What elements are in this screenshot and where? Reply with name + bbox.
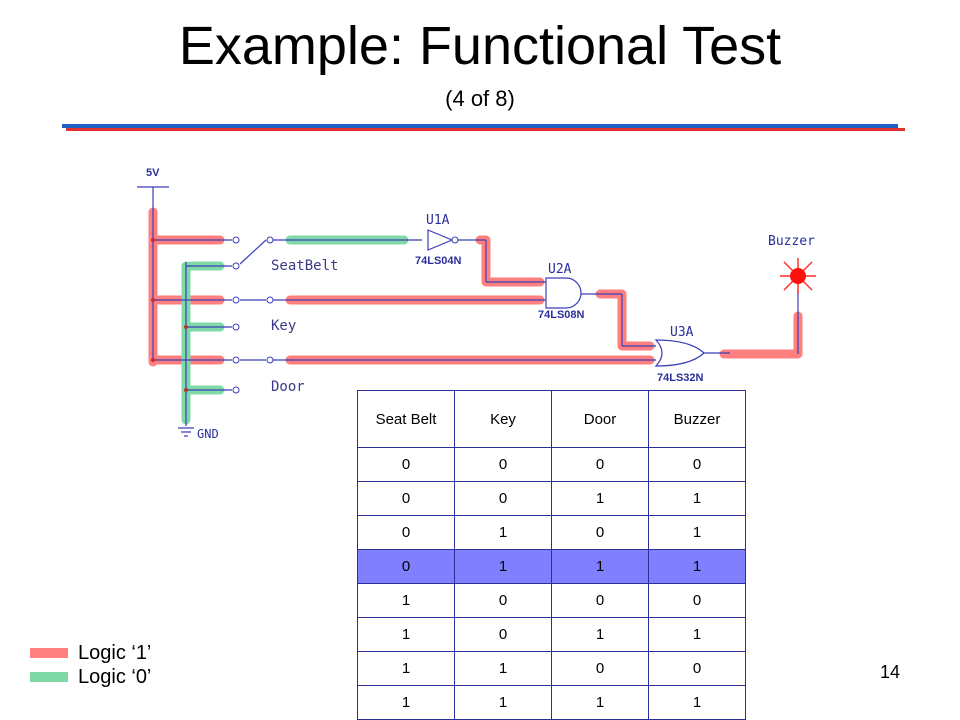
table-cell: 1	[648, 481, 746, 516]
truth-table-header: Seat Belt Key Door Buzzer	[357, 390, 746, 448]
slide-title: Example: Functional Test	[178, 16, 782, 76]
switch-key: Key	[153, 296, 546, 334]
switch-door: Door	[153, 356, 656, 395]
table-cell: 1	[454, 515, 552, 550]
table-cell: 0	[357, 515, 455, 550]
table-cell: 1	[648, 617, 746, 652]
title-underline	[62, 124, 905, 131]
gate-ref-u3a: U3A	[670, 325, 694, 340]
table-cell: 0	[357, 481, 455, 516]
gate-part-u1a: 74LS04N	[415, 255, 462, 267]
table-cell: 0	[454, 617, 552, 652]
table-cell: 0	[454, 447, 552, 482]
table-cell: 1	[357, 651, 455, 686]
table-cell: 1	[551, 685, 649, 720]
column-header: Seat Belt	[357, 390, 455, 448]
gate-ref-u2a: U2A	[548, 262, 572, 277]
table-cell: 1	[454, 685, 552, 720]
table-cell: 0	[551, 515, 649, 550]
table-cell: 1	[357, 685, 455, 720]
ground-label: GND	[197, 427, 219, 441]
table-cell: 1	[551, 481, 649, 516]
table-cell: 1	[454, 549, 552, 584]
switch-label-door: Door	[271, 379, 305, 395]
supply-label: 5V	[146, 167, 160, 179]
gate-part-u2a: 74LS08N	[538, 309, 585, 321]
legend-label: Logic ‘1’	[78, 641, 152, 664]
table-cell: 0	[454, 481, 552, 516]
buzzer-icon	[780, 258, 816, 294]
table-cell: 1	[357, 583, 455, 618]
table-cell: 0	[648, 583, 746, 618]
legend-swatch	[30, 672, 68, 682]
table-cell: 1	[648, 685, 746, 720]
table-cell: 0	[357, 549, 455, 584]
table-cell: 1	[454, 651, 552, 686]
logic-highlights	[148, 207, 803, 425]
page-number: 14	[880, 662, 901, 682]
table-cell: 1	[648, 515, 746, 550]
table-cell: 0	[551, 583, 649, 618]
legend: Logic ‘1’ Logic ‘0’	[30, 641, 151, 689]
table-cell: 0	[454, 583, 552, 618]
gate-u3a-or: U3A 74LS32N	[654, 325, 730, 384]
column-header: Buzzer	[648, 390, 746, 448]
legend-item-logic-one: Logic ‘1’	[30, 641, 151, 665]
table-cell: 0	[648, 447, 746, 482]
gate-u2a-and: U2A 74LS08N	[538, 262, 656, 347]
table-cell: 1	[648, 549, 746, 584]
circuit-schematic: 5V GND SeatBelt Key Door	[137, 167, 816, 441]
table-cell: 1	[551, 617, 649, 652]
switch-seatbelt: SeatBelt	[153, 236, 422, 274]
table-cell: 0	[551, 651, 649, 686]
column-header: Key	[454, 390, 552, 448]
slide-subtitle: (4 of 8)	[445, 86, 515, 111]
buzzer: Buzzer	[768, 234, 816, 354]
gate-u1a-inverter: U1A 74LS04N	[415, 213, 546, 283]
switch-label-key: Key	[271, 318, 296, 334]
legend-swatch	[30, 648, 68, 658]
legend-item-logic-zero: Logic ‘0’	[30, 665, 151, 689]
table-cell: 0	[648, 651, 746, 686]
switch-label-seatbelt: SeatBelt	[271, 258, 338, 274]
table-cell: 0	[551, 447, 649, 482]
gate-part-u3a: 74LS32N	[657, 372, 704, 384]
legend-label: Logic ‘0’	[78, 665, 152, 688]
table-cell: 1	[551, 549, 649, 584]
gate-ref-u1a: U1A	[426, 213, 450, 228]
table-cell: 0	[357, 447, 455, 482]
column-header: Door	[551, 390, 649, 448]
buzzer-label: Buzzer	[768, 234, 815, 249]
table-cell: 1	[357, 617, 455, 652]
